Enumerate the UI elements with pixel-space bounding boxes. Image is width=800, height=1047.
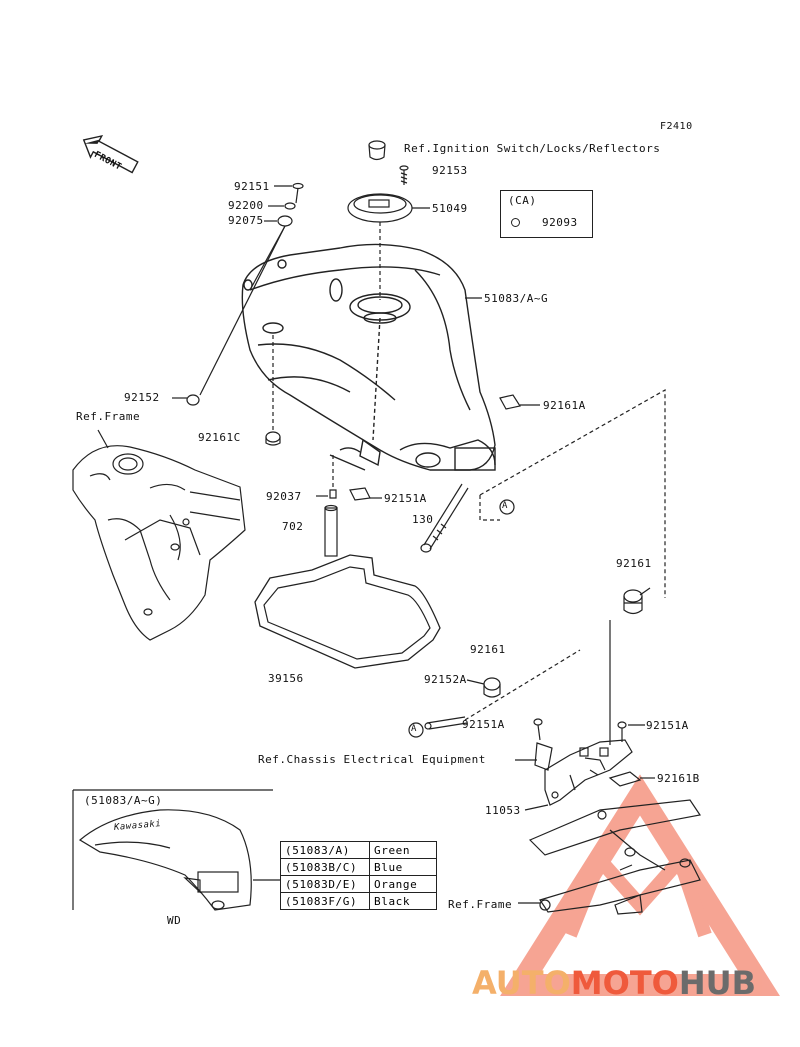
- callout-92161b: 92161B: [657, 772, 700, 785]
- bolt-92151a-low-icon: [533, 718, 543, 741]
- callout-ref-frame-bottom: Ref.Frame: [448, 898, 513, 911]
- callout-92161a-top: 92161A: [543, 399, 586, 412]
- marker-a2: A: [411, 724, 417, 734]
- grommet-92161-mid-icon: [483, 677, 501, 698]
- callout-92200: 92200: [228, 199, 264, 212]
- color-table: (51083/A)Green (51083B/C)Blue (51083D/E)…: [280, 841, 437, 910]
- pad-92161b-icon: [608, 771, 642, 787]
- color-part-cell: (51083D/E): [280, 875, 370, 893]
- callout-92161c: 92161C: [198, 431, 241, 444]
- color-part-cell: (51083B/C): [280, 858, 370, 876]
- grommet-92161c-icon: [265, 335, 281, 446]
- bolt-130-icon: [420, 483, 469, 553]
- table-row: (51083F/G)Black: [280, 892, 437, 910]
- ignition-cap-icon: [368, 140, 386, 161]
- inset-tank-icon: [78, 809, 252, 911]
- gasket-39156-icon: [254, 554, 441, 669]
- color-name-cell: Green: [369, 841, 437, 859]
- callout-92153: 92153: [432, 164, 468, 177]
- callout-92152: 92152: [124, 391, 160, 404]
- inset-note: WD: [167, 914, 182, 927]
- callout-ref-ignition: Ref.Ignition Switch/Locks/Reflectors: [404, 142, 661, 155]
- callout-39156: 39156: [268, 672, 304, 685]
- sleeve-92152a-icon: [424, 649, 581, 730]
- figure-code: F2410: [660, 121, 693, 132]
- pad-92151a-icon: [349, 487, 371, 501]
- clip-92037-icon: [329, 455, 337, 499]
- watermark-auto: AUTO: [472, 964, 571, 1002]
- screw-92153-icon: [399, 165, 409, 185]
- fuel-tank-icon: [241, 243, 496, 471]
- callout-92151: 92151: [234, 180, 270, 193]
- color-part-cell: (51083F/G): [280, 892, 370, 910]
- watermark-hub: HUB: [678, 964, 757, 1002]
- grommet-92161-right-icon: [609, 587, 651, 745]
- callout-ref-frame-left: Ref.Frame: [76, 410, 141, 423]
- callout-92161-right: 92161: [616, 557, 652, 570]
- table-row: (51083B/C)Blue: [280, 858, 437, 876]
- watermark-moto: MOTO: [570, 964, 679, 1002]
- callout-92151a-mid: 92151A: [384, 492, 427, 505]
- ca-title: (CA): [508, 194, 537, 207]
- bolt-92151a-right-icon: [617, 721, 627, 742]
- callout-11053: 11053: [485, 804, 521, 817]
- marker-a1-circle: [499, 499, 515, 515]
- callout-51049: 51049: [432, 202, 468, 215]
- table-row: (51083D/E)Orange: [280, 875, 437, 893]
- callout-92151a-right: 92151A: [646, 719, 689, 732]
- ca-box: (CA) 92093: [500, 190, 593, 238]
- callout-92037: 92037: [266, 490, 302, 503]
- frame-bottom-icon: [528, 799, 702, 915]
- callout-92075: 92075: [228, 214, 264, 227]
- color-part-cell: (51083/A): [280, 841, 370, 859]
- color-name-cell: Black: [369, 892, 437, 910]
- callout-92151a-low: 92151A: [462, 718, 505, 731]
- nut-icon: [511, 218, 520, 227]
- watermark-text: AUTOMOTOHUB: [472, 964, 756, 1002]
- callout-92161-mid: 92161: [470, 643, 506, 656]
- frame-left-icon: [72, 445, 246, 641]
- callout-130: 130: [412, 513, 434, 526]
- marker-a1: A: [502, 501, 508, 511]
- inset-title: (51083/A~G): [84, 794, 163, 807]
- callout-702: 702: [282, 520, 304, 533]
- grommet-92152-icon: [186, 394, 200, 406]
- ca-part: 92093: [542, 216, 578, 229]
- marker-a2-circle: [408, 722, 424, 738]
- watermark-logo-icon: [500, 774, 780, 996]
- front-arrow-icon: [82, 134, 139, 174]
- color-name-cell: Blue: [369, 858, 437, 876]
- pad-92161a-icon: [499, 394, 521, 410]
- color-name-cell: Orange: [369, 875, 437, 893]
- callout-ref-chassis: Ref.Chassis Electrical Equipment: [258, 753, 486, 766]
- table-row: (51083/A)Green: [280, 841, 437, 859]
- callout-92152a: 92152A: [424, 673, 467, 686]
- callout-51083ag: 51083/A~G: [484, 292, 549, 305]
- bracket-11053-icon: [515, 739, 633, 806]
- hose-702-icon: [324, 504, 338, 557]
- inset-frame: [72, 789, 273, 910]
